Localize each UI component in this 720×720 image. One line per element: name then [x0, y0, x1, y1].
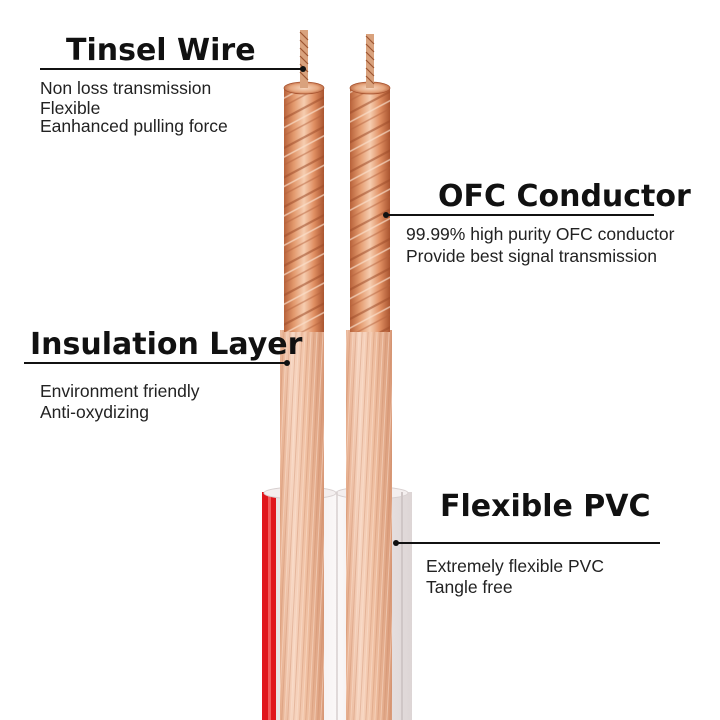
insulation-layer-title: Insulation Layer: [30, 327, 303, 362]
ofc-desc-1: 99.99% high purity OFC conductor: [406, 224, 675, 244]
tinsel-desc-2: Flexible: [40, 98, 101, 118]
pvc-desc-1: Extremely flexible PVC: [426, 556, 604, 576]
insulation-left: [280, 330, 324, 720]
tinsel-wires: [299, 30, 375, 88]
insulation-right: [346, 330, 392, 720]
flexible-pvc-leader: [396, 542, 660, 544]
insulation-layer-pointer: [284, 360, 290, 366]
flexible-pvc-pointer: [393, 540, 399, 546]
copper-conductor-left: [283, 81, 325, 332]
tinsel-wire-leader: [40, 68, 304, 70]
tinsel-wire-pointer: [300, 66, 306, 72]
tinsel-desc-1: Non loss transmission: [40, 78, 212, 98]
flexible-pvc-title: Flexible PVC: [440, 489, 651, 524]
insulation-desc-2: Anti-oxydizing: [40, 402, 149, 422]
tinsel-desc-3: Eanhanced pulling force: [40, 116, 228, 136]
pvc-desc-2: Tangle free: [426, 577, 513, 597]
insulation-layer-leader: [24, 362, 288, 364]
ofc-conductor-leader: [386, 214, 654, 216]
copper-conductor-right: [349, 81, 391, 332]
tinsel-wire-title: Tinsel Wire: [66, 33, 256, 68]
ofc-conductor-title: OFC Conductor: [438, 179, 691, 214]
ofc-desc-2: Provide best signal transmission: [406, 246, 657, 266]
insulation-desc-1: Environment friendly: [40, 381, 200, 401]
ofc-conductor-pointer: [383, 212, 389, 218]
